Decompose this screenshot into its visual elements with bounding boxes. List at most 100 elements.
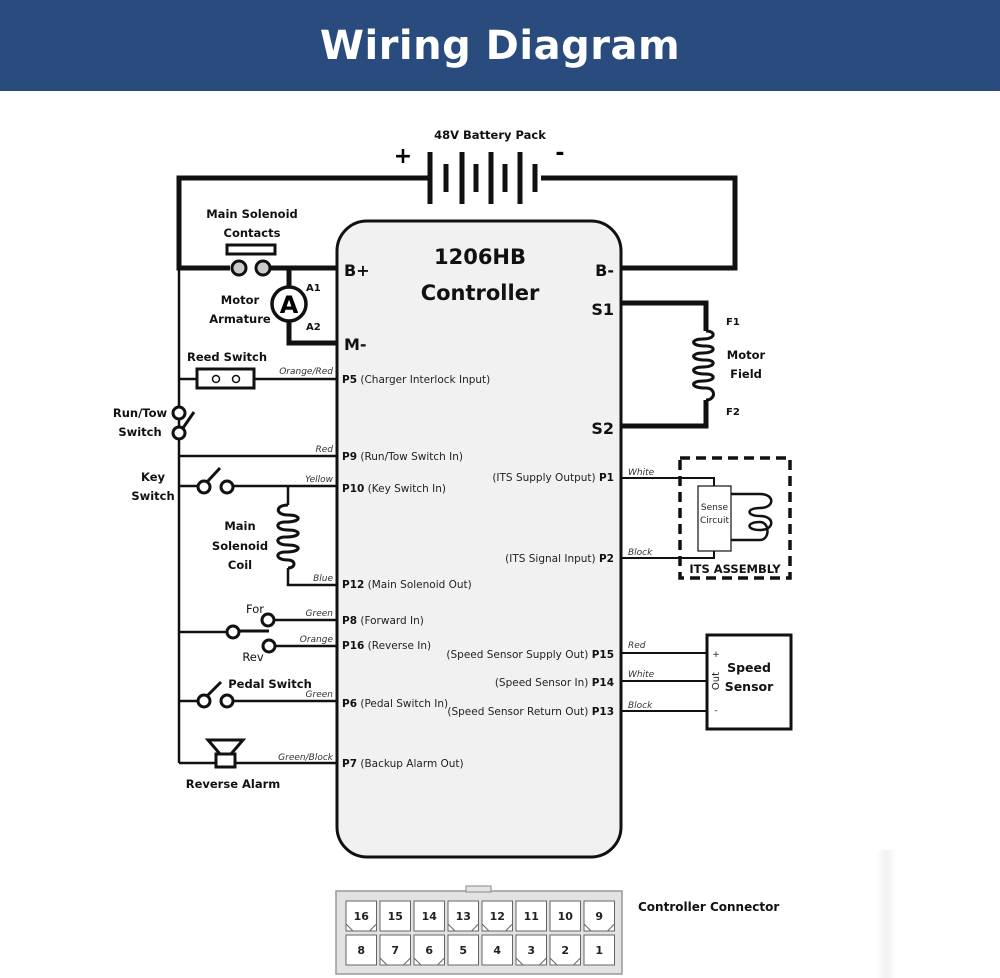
pin-p15: (Speed Sensor Supply Out) P15	[446, 649, 614, 661]
pin-p12: P12 (Main Solenoid Out)	[342, 579, 472, 591]
pin-p7: P7 (Backup Alarm Out)	[342, 758, 464, 770]
terminal-b-plus: B+	[344, 261, 370, 280]
left-pin-labels: P5 (Charger Interlock Input) P9 (Run/Tow…	[342, 374, 490, 770]
connector-pin-16	[345, 900, 377, 932]
its-assembly-box	[678, 456, 792, 580]
f1-label: F1	[726, 317, 740, 328]
key-switch-label-2: Switch	[131, 489, 174, 503]
main-solenoid-coil-label-3: Coil	[228, 558, 252, 572]
right-wire-color-labels: White Block Red White Block	[628, 468, 655, 711]
key-switch-lever	[205, 466, 222, 484]
its-coil-symbol	[731, 492, 773, 542]
main-solenoid-coil-label-1: Main	[224, 519, 255, 533]
connector-pin-9	[583, 900, 615, 932]
connector-pin-11	[515, 900, 547, 932]
motor-armature-label-2: Armature	[209, 312, 271, 326]
speed-sensor-label-2: Sensor	[725, 679, 774, 694]
terminal-m-minus: M-	[344, 335, 367, 354]
controller-box	[335, 219, 623, 859]
solenoid-contact-right	[254, 259, 272, 277]
connector-pin-8	[345, 934, 377, 966]
pin-p14: (Speed Sensor In) P14	[495, 677, 614, 689]
battery-minus-sign: -	[555, 141, 564, 166]
pin-p1: (ITS Supply Output) P1	[492, 472, 614, 484]
main-power-wires	[176, 175, 738, 271]
pedal-switch-contact-right	[219, 693, 235, 709]
connector-pin-number: 12	[490, 910, 505, 923]
wire-color-p9: Red	[315, 445, 333, 455]
connector-pin-number: 6	[425, 944, 433, 957]
run-tow-contact-top	[171, 405, 187, 421]
pin-p8: P8 (Forward In)	[342, 615, 424, 627]
speed-sensor-plus: +	[712, 650, 720, 660]
pedal-switch-contact-left	[196, 693, 212, 709]
connector-pin-1	[583, 934, 615, 966]
wire-color-p8: Green	[306, 609, 334, 619]
battery-plus-sign: +	[394, 144, 412, 169]
connector-pin-15	[379, 900, 411, 932]
wire-color-p12: Blue	[313, 574, 333, 584]
reverse-alarm-icon	[204, 738, 247, 769]
connector-pin-number: 13	[456, 910, 471, 923]
terminal-s2: S2	[591, 419, 614, 438]
controller-label: Controller	[421, 281, 540, 305]
connector-pin-10	[549, 900, 581, 932]
pin-p9: P9 (Run/Tow Switch In)	[342, 451, 463, 463]
connector-pin-7	[379, 934, 411, 966]
wire-color-p15: Red	[628, 641, 646, 651]
connector-pin-chamfer	[583, 923, 615, 932]
motor-armature-symbol	[270, 285, 308, 323]
pin-p16: P16 (Reverse In)	[342, 640, 431, 652]
connector-pin-number: 2	[561, 944, 569, 957]
speed-sensor-out: Out	[711, 672, 722, 690]
solenoid-contact-bar	[225, 243, 277, 256]
pedal-switch-label: Pedal Switch	[228, 677, 312, 691]
motor-field-coil-symbol	[692, 329, 715, 402]
a1-label: A1	[306, 283, 321, 294]
sense-circuit-label-1: Sense	[701, 503, 729, 513]
key-switch-contact-right	[219, 479, 235, 495]
wire-color-p14: White	[628, 670, 655, 680]
controller-connector-label: Controller Connector	[638, 900, 779, 914]
key-switch-contact-left	[196, 479, 212, 495]
key-switch-label-1: Key	[141, 470, 166, 484]
fwd-rev-common-contact	[225, 624, 241, 640]
motor-field-label-1: Motor	[727, 348, 766, 362]
header-banner: Wiring Diagram	[0, 0, 1000, 91]
wire-color-p13: Block	[628, 701, 653, 711]
connector-pin-number: 14	[422, 910, 438, 923]
wire-color-p7: Green/Block	[278, 753, 334, 763]
connector-pin-number: 16	[354, 910, 370, 923]
controller-model: 1206HB	[434, 245, 526, 269]
sense-circuit-box	[697, 485, 732, 552]
connector-pin-chamfer	[549, 957, 581, 966]
wire-color-p16: Orange	[300, 635, 334, 645]
main-solenoid-coil-label-2: Solenoid	[212, 539, 268, 553]
main-solenoid-contacts-label-1: Main Solenoid	[206, 207, 298, 221]
wire-color-p1: White	[628, 468, 655, 478]
f2-label: F2	[726, 407, 740, 418]
connector-pin-12	[481, 900, 513, 932]
armature-symbol-letter: A	[280, 291, 299, 319]
connector-pin-number: 1	[595, 944, 603, 957]
pin-p6: P6 (Pedal Switch In)	[342, 698, 448, 710]
connector-pin-6	[413, 934, 445, 966]
wire-color-p2: Block	[628, 548, 653, 558]
pin-p2: (ITS Signal Input) P2	[505, 553, 614, 565]
pin-p10: P10 (Key Switch In)	[342, 483, 446, 495]
for-label: For	[246, 602, 264, 616]
wire-color-p10: Yellow	[305, 475, 334, 485]
connector-latch	[465, 885, 492, 893]
a2-label: A2	[306, 322, 321, 333]
run-tow-switch-lever	[181, 411, 196, 429]
connector-pin-5	[447, 934, 479, 966]
battery-negative-wire	[541, 175, 738, 271]
connector-pin-chamfer	[447, 923, 479, 932]
main-solenoid-contacts-label-2: Contacts	[224, 226, 281, 240]
main-solenoid-coil-symbol	[276, 503, 300, 570]
speed-sensor-label-1: Speed	[727, 660, 771, 675]
connector-pin-chamfer	[413, 957, 445, 966]
